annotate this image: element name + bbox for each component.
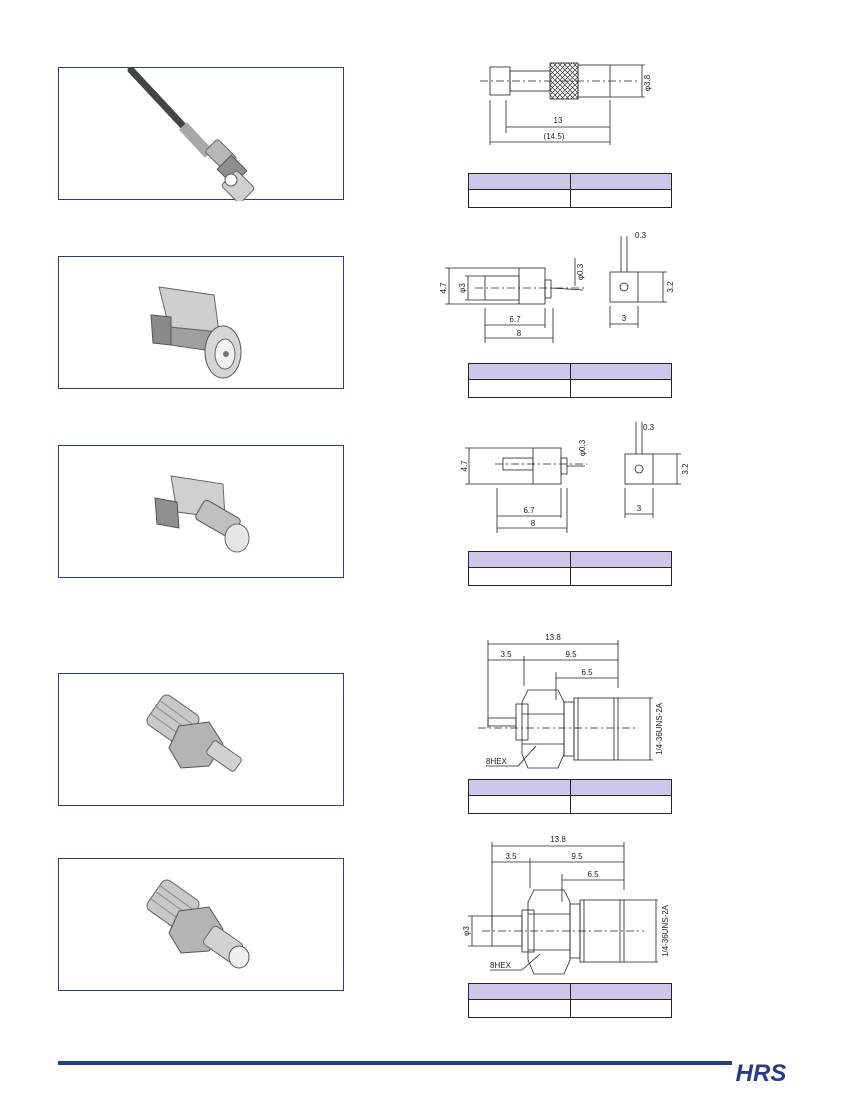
right-angle-plug-photo — [154, 475, 250, 553]
table-cell — [468, 567, 571, 586]
dim-length-14-5: (14.5) — [544, 132, 565, 141]
product-photo-right-angle-plug — [58, 445, 344, 578]
logo-text: HRS — [736, 1060, 786, 1087]
product-photo-cable-plug — [58, 67, 344, 201]
table-cell — [569, 999, 672, 1018]
table-header-cell — [569, 551, 672, 568]
dim-hex: 8HEX — [490, 961, 512, 970]
table-header-cell — [569, 173, 672, 190]
dim-diameter-3: φ3 — [462, 926, 471, 936]
table-header-cell — [569, 363, 672, 380]
table-header-cell — [468, 363, 571, 380]
dimension-drawing-right-angle-plug: 4.7 φ0.3 6.7 8 0.3 3.2 3 — [460, 422, 690, 533]
sma-adapter-plug-photo — [146, 694, 242, 772]
spec-table-1 — [468, 173, 672, 208]
right-angle-jack-photo — [150, 286, 242, 379]
dim-length-8: 8 — [517, 329, 522, 338]
dim-thread: 1/4-36UNS-2A — [655, 702, 664, 755]
dim-width-3-2: 3.2 — [666, 281, 675, 293]
table-cell — [569, 567, 672, 586]
footer-rule — [58, 1061, 732, 1065]
cable-plug-photo — [127, 68, 255, 201]
product-photo-sma-adapter-plug — [58, 673, 344, 806]
dim-length-3-5: 3.5 — [505, 852, 517, 861]
dim-length-8: 8 — [531, 519, 536, 528]
dim-length-6-5: 6.5 — [581, 668, 593, 677]
dim-length-9-5: 9.5 — [565, 650, 577, 659]
dim-length-13: 13 — [554, 116, 563, 125]
dimension-drawing-right-angle-jack: 4.7 φ3 φ0.3 6.7 8 0.3 3.2 3 — [439, 231, 675, 343]
product-photo-right-angle-jack — [58, 256, 344, 389]
table-cell — [569, 189, 672, 208]
dim-thread: 1/4-36UNS-2A — [661, 904, 670, 957]
dim-width-3: 3 — [622, 314, 627, 323]
dim-width-3: 3 — [637, 504, 642, 513]
dim-hex: 8HEX — [486, 757, 508, 766]
table-cell — [569, 795, 672, 814]
spec-table-3 — [468, 551, 672, 586]
dim-width-3-2: 3.2 — [681, 463, 690, 475]
table-header-cell — [468, 173, 571, 190]
dim-length-13-8: 13.8 — [545, 633, 561, 642]
hrs-logo: HRS — [736, 1060, 786, 1087]
dim-height-4-7: 4.7 — [439, 282, 448, 294]
dim-pin-width-0-3: 0.3 — [635, 231, 647, 240]
spec-table-5 — [468, 983, 672, 1018]
dim-length-6-5: 6.5 — [587, 870, 599, 879]
dim-length-9-5: 9.5 — [571, 852, 583, 861]
dimension-drawing-cable-plug: φ3.8 13 (14.5) — [480, 62, 652, 145]
dim-pin-width-0-3: 0.3 — [643, 423, 655, 432]
dim-pin-0-3: φ0.3 — [576, 263, 585, 280]
dimension-drawing-sma-adapter-plug: 13.8 3.5 9.5 6.5 1/4-36UNS-2A 8HEX — [478, 633, 664, 769]
dim-diameter-3-8: φ3.8 — [643, 74, 652, 91]
table-header-cell — [468, 983, 571, 1000]
table-cell — [468, 189, 571, 208]
table-header-cell — [569, 983, 672, 1000]
dim-diameter-3: φ3 — [458, 283, 467, 293]
spec-table-4 — [468, 779, 672, 814]
table-cell — [468, 999, 571, 1018]
table-header-cell — [569, 779, 672, 796]
spec-table-2 — [468, 363, 672, 398]
dim-length-3-5: 3.5 — [500, 650, 512, 659]
product-photo-sma-adapter-jack — [58, 858, 344, 991]
table-header-cell — [468, 779, 571, 796]
dimension-drawing-sma-adapter-jack: 13.8 3.5 9.5 6.5 1/4-36UNS-2A 8HEX φ3 — [462, 835, 670, 975]
dim-length-6-7: 6.7 — [523, 506, 535, 515]
table-header-cell — [468, 551, 571, 568]
table-cell — [569, 379, 672, 398]
table-cell — [468, 795, 571, 814]
dim-length-6-7: 6.7 — [509, 315, 521, 324]
dim-height-4-7: 4.7 — [460, 460, 469, 472]
sma-adapter-jack-photo — [146, 879, 250, 969]
dim-length-13-8: 13.8 — [550, 835, 566, 844]
dim-pin-0-3: φ0.3 — [578, 439, 587, 456]
table-cell — [468, 379, 571, 398]
